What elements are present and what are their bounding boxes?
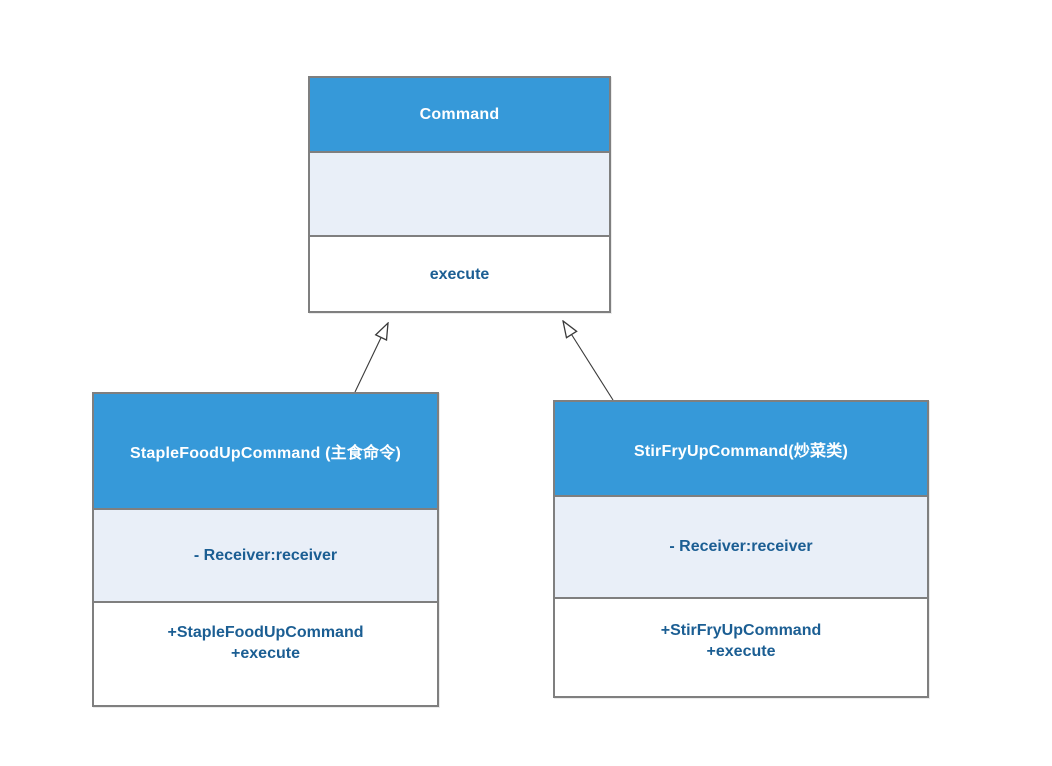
class-methods-section: execute <box>310 235 609 311</box>
class-name: StirFryUpCommand(炒菜类) <box>634 442 848 460</box>
class-attributes-section: - Receiver:receiver <box>94 508 437 601</box>
inheritance-arrow-stirfry-to-command <box>563 321 614 401</box>
class-box-staplefoodupcommand[interactable]: StapleFoodUpCommand (主食命令) - Receiver:re… <box>92 392 439 707</box>
method-item: execute <box>429 265 490 283</box>
method-item: +execute <box>231 645 300 662</box>
class-name: StapleFoodUpCommand (主食命令) <box>130 445 401 462</box>
method-item: +StirFryUpCommand <box>660 621 822 639</box>
class-title-section: StirFryUpCommand(炒菜类) <box>555 402 927 495</box>
class-name: Command <box>419 105 500 123</box>
class-attributes-section: - Receiver:receiver <box>555 495 927 597</box>
class-methods-section: +StirFryUpCommand +execute <box>555 597 927 696</box>
class-methods-section: +StapleFoodUpCommand +execute <box>94 601 437 705</box>
attribute-item: - Receiver:receiver <box>669 538 813 555</box>
class-title-section: StapleFoodUpCommand (主食命令) <box>94 394 437 508</box>
method-item: +execute <box>706 642 776 660</box>
class-box-command[interactable]: Command execute <box>308 76 611 313</box>
class-attributes-section <box>310 151 609 235</box>
attribute-item: - Receiver:receiver <box>193 546 338 564</box>
class-box-stirfryupcommand[interactable]: StirFryUpCommand(炒菜类) - Receiver:receive… <box>553 400 929 698</box>
inheritance-arrow-staplefood-to-command <box>354 323 388 393</box>
class-title-section: Command <box>310 78 609 151</box>
method-item: +StapleFoodUpCommand <box>167 624 364 641</box>
